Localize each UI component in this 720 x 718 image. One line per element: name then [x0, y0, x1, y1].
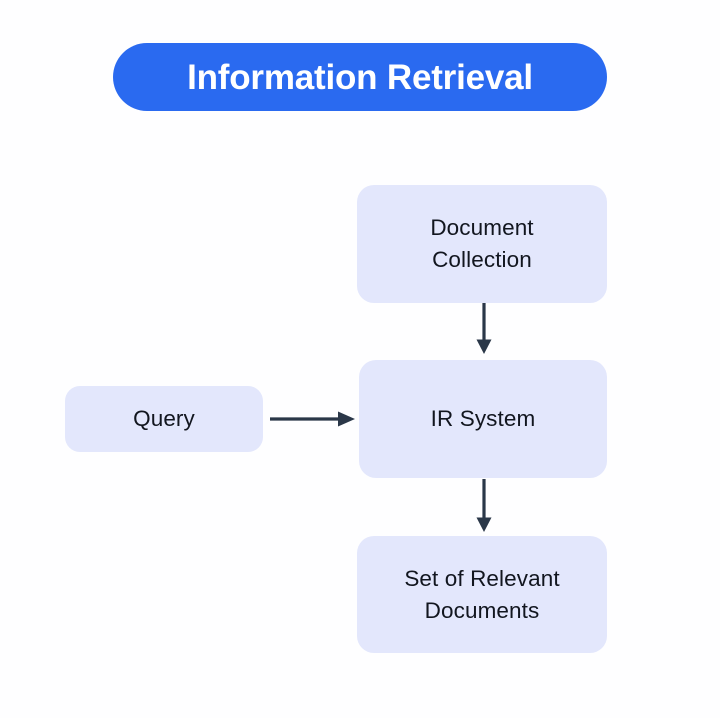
arrow-collection-to-system-icon — [470, 303, 498, 355]
node-ir-system[interactable]: IR System — [359, 360, 607, 478]
node-query-label: Query — [133, 406, 195, 432]
node-document-collection[interactable]: Document Collection — [357, 185, 607, 303]
node-query[interactable]: Query — [65, 386, 263, 452]
page-title: Information Retrieval — [187, 57, 533, 97]
arrow-query-to-system-icon — [270, 406, 356, 432]
node-relevant-documents-label: Set of Relevant Documents — [404, 565, 560, 623]
node-ir-system-label: IR System — [430, 406, 536, 432]
arrow-system-to-results-icon — [470, 479, 498, 533]
node-relevant-documents[interactable]: Set of Relevant Documents — [357, 536, 607, 653]
node-document-collection-label: Document Collection — [430, 215, 534, 272]
diagram-title-pill: Information Retrieval — [113, 43, 607, 111]
